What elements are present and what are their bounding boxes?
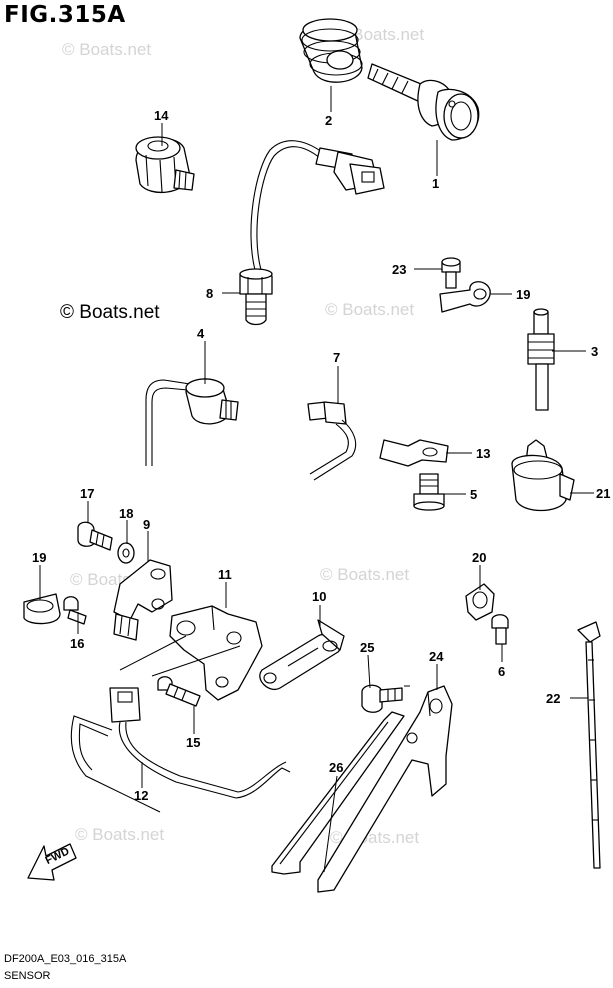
- part-18-washer: [117, 542, 135, 564]
- callout-15: 15: [186, 735, 200, 750]
- callout-13: 13: [476, 446, 490, 461]
- callout-19-left: 19: [32, 550, 46, 565]
- callout-4: 4: [197, 326, 205, 341]
- callout-20: 20: [472, 550, 486, 565]
- watermark-main: © Boats.net: [60, 302, 160, 323]
- callout-11: 11: [218, 567, 232, 582]
- callout-18: 18: [119, 506, 133, 521]
- part-22-cable-tie: [577, 621, 601, 869]
- callout-23: 23: [392, 262, 406, 277]
- callout-14: 14: [154, 108, 169, 123]
- part-14-pressure-switch: [135, 136, 195, 194]
- watermark-3: © Boats.net: [325, 300, 414, 319]
- part-9-sensor: [113, 559, 173, 641]
- callout-1: 1: [432, 176, 439, 191]
- part-7-sensor: [307, 401, 357, 481]
- part-8-harness-sensor: [239, 140, 385, 326]
- part-4-knock-sensor: [145, 378, 239, 466]
- part-19-clip-upper: [439, 281, 491, 313]
- part-10-link: [259, 619, 345, 691]
- part-2-grommet: [299, 18, 363, 83]
- part-25-bolt: [361, 684, 410, 713]
- callout-12: 12: [134, 788, 148, 803]
- part-20-clip: [465, 583, 495, 621]
- callout-5: 5: [470, 487, 477, 502]
- callout-21: 21: [596, 486, 610, 501]
- part-12-harness: [70, 687, 291, 813]
- part-26-arm: [271, 711, 405, 875]
- diagram-name: SENSOR: [4, 970, 51, 982]
- part-13-bracket: [379, 439, 449, 467]
- callout-25: 25: [360, 640, 374, 655]
- callout-19-upper: 19: [516, 287, 530, 302]
- callout-7: 7: [333, 350, 340, 365]
- part-5-bolt: [413, 473, 445, 511]
- watermark-1: © Boats.net: [62, 40, 151, 59]
- part-15-bolt: [157, 676, 201, 707]
- callout-3: 3: [591, 344, 598, 359]
- callout-26: 26: [329, 760, 343, 775]
- callout-17: 17: [80, 486, 94, 501]
- leader-lines: [39, 86, 594, 873]
- callout-8: 8: [206, 286, 213, 301]
- callout-10: 10: [312, 589, 326, 604]
- part-17-bolt: [77, 521, 113, 551]
- callouts: 2 1 14 8 23 19 3 4 7 13 5 21 17 18 9 19 …: [32, 108, 610, 803]
- part-16-bolt: [63, 596, 87, 625]
- watermark-6: © Boats.net: [75, 825, 164, 844]
- watermarks: © Boats.net © Boats.net © Boats.net © Bo…: [62, 25, 424, 847]
- watermark-5: © Boats.net: [320, 565, 409, 584]
- part-21-clamp: [511, 439, 575, 512]
- part-24-bracket: [317, 685, 453, 893]
- callout-6: 6: [498, 664, 505, 679]
- part-1-sensor: [367, 63, 480, 141]
- callout-2: 2: [325, 113, 332, 128]
- diagram-code: DF200A_E03_016_315A: [4, 953, 127, 965]
- part-3-sensor: [527, 308, 555, 411]
- part-11-bracket: [119, 605, 263, 701]
- callout-9: 9: [143, 517, 150, 532]
- callout-24: 24: [429, 649, 444, 664]
- fwd-arrow: FWD: [27, 843, 77, 881]
- part-6-bolt: [491, 614, 509, 645]
- figure-title: FIG.315A: [4, 2, 126, 28]
- part-23-bolt: [441, 257, 461, 289]
- part-19-clip-left: [23, 593, 61, 625]
- callout-16: 16: [70, 636, 84, 651]
- callout-22: 22: [546, 691, 560, 706]
